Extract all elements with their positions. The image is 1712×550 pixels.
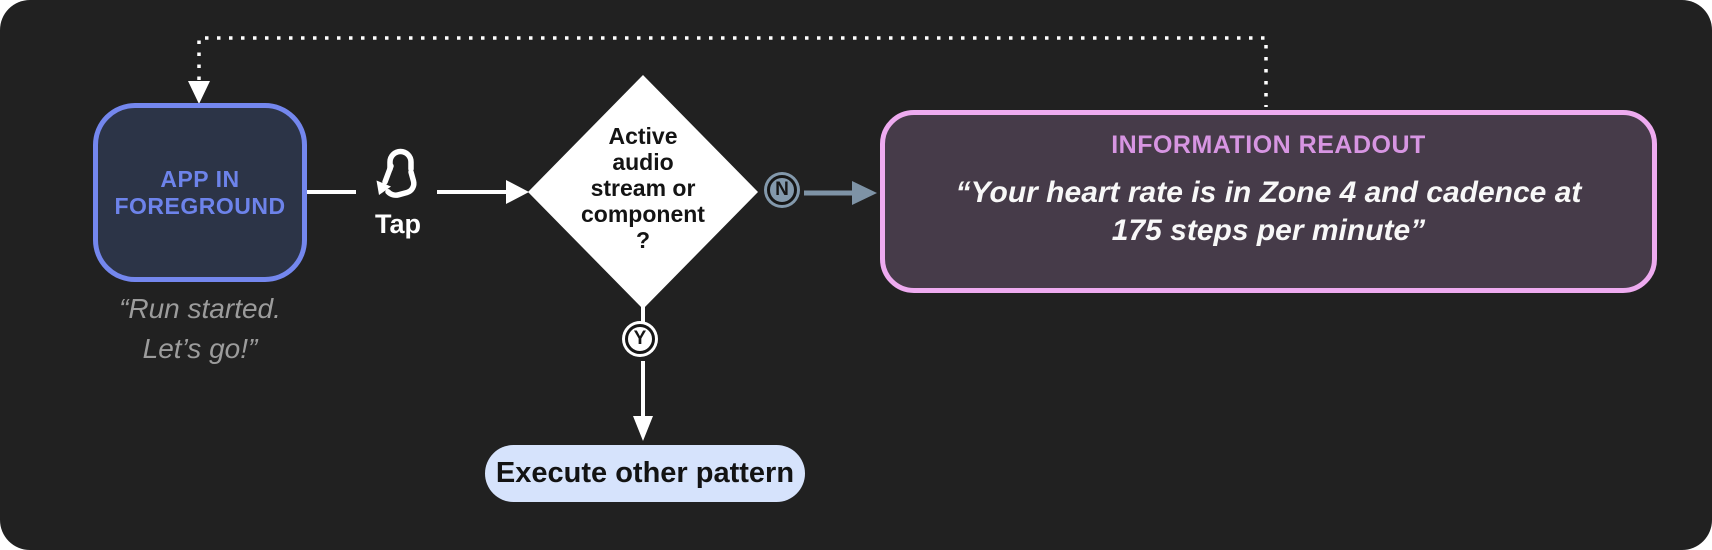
tap-gesture: Tap — [358, 142, 438, 240]
voice-quote: “Run started. Let’s go!” — [60, 289, 340, 369]
app-node-label-line: APP IN — [160, 165, 240, 192]
node-information-readout: INFORMATION READOUT “Your heart rate is … — [880, 110, 1657, 293]
branch-yes-badge: Y — [625, 324, 655, 354]
app-node-label-line: FOREGROUND — [114, 192, 286, 219]
decision-diamond-shape — [528, 75, 758, 309]
voice-quote-line: “Run started. — [119, 293, 281, 324]
arrowhead-into-pill-icon — [633, 416, 653, 441]
branch-yes-label: Y — [633, 328, 647, 349]
arrowhead-into-readout-icon — [852, 181, 877, 205]
readout-quote-line: 175 steps per minute” — [1111, 214, 1426, 247]
branch-no-badge: N — [767, 175, 797, 205]
arrowhead-into-diamond-icon — [506, 180, 529, 204]
feedback-dotted-wire — [197, 36, 1268, 107]
node-decision-label: Active audio stream or component ? — [548, 123, 738, 253]
readout-quote-line: “Your heart rate is in Zone 4 and cadenc… — [955, 176, 1582, 209]
node-execute-other-pattern: Execute other pattern — [485, 445, 805, 502]
feedback-arrowhead-icon — [188, 81, 210, 104]
tap-edge-label: Tap — [375, 209, 421, 239]
voice-quote-line: Let’s go!” — [142, 333, 258, 364]
tap-gesture-icon — [376, 148, 417, 198]
app-node-label: APP IN FOREGROUND — [114, 166, 285, 220]
decision-label-line: component — [581, 201, 705, 227]
decision-label-line: audio — [612, 149, 674, 175]
branch-no-label: N — [775, 179, 789, 200]
decision-label-line: Active — [608, 123, 678, 149]
decision-label-line: ? — [635, 227, 651, 253]
decision-label-line: stream or — [590, 175, 696, 201]
node-app-in-foreground: APP IN FOREGROUND — [93, 103, 307, 282]
readout-title: INFORMATION READOUT — [1111, 131, 1426, 159]
readout-quote: “Your heart rate is in Zone 4 and cadenc… — [885, 174, 1652, 250]
